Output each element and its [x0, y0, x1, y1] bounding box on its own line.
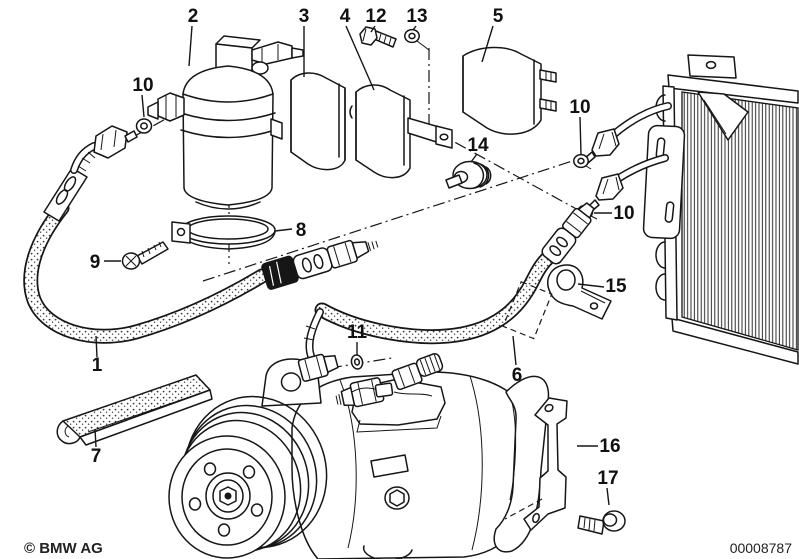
callout-10-upper-right[interactable]: 10: [569, 97, 590, 118]
compressor-wiring-clip: [351, 382, 433, 398]
hose-6: [297, 202, 595, 382]
condenser-corner-brace: [697, 91, 749, 141]
callouts: 1 2 3 4 5 6 7 8 9 10 10 10 11 12 13 14 1…: [90, 6, 635, 489]
washer-11: [350, 354, 364, 370]
callout-15[interactable]: 15: [605, 276, 627, 297]
compressor-label-plate: [370, 454, 409, 478]
washer-10-left: [135, 118, 153, 134]
callout-6[interactable]: 6: [512, 365, 523, 386]
callout-2[interactable]: 2: [188, 6, 199, 27]
bolt-17: [577, 510, 626, 535]
shell-5: [462, 46, 557, 135]
compressor-pulley: [168, 395, 328, 559]
callout-14[interactable]: 14: [467, 135, 489, 156]
callout-10-lower-right[interactable]: 10: [613, 203, 634, 224]
hose-6-upper-fitting: [541, 202, 595, 265]
compressor: [168, 353, 550, 559]
hose-1-upper-fitting: [43, 125, 138, 222]
shell-4-strap: [407, 117, 453, 149]
drier-side-port: [147, 92, 185, 122]
callout-1[interactable]: 1: [92, 355, 103, 376]
callout-3[interactable]: 3: [299, 6, 310, 27]
shell-3: [290, 72, 346, 171]
callout-5[interactable]: 5: [493, 6, 504, 27]
drier-mounting-band: [180, 112, 283, 140]
shell-4: [349, 84, 453, 179]
hose-1: [23, 125, 379, 344]
pipe-clamp-15: [547, 264, 612, 320]
bracket-16: [523, 397, 568, 531]
callout-4[interactable]: 4: [340, 6, 351, 27]
callout-17[interactable]: 17: [597, 468, 618, 489]
leader-lines: [94, 25, 612, 506]
condenser-side-bracket: [642, 124, 686, 240]
callout-7[interactable]: 7: [91, 446, 102, 467]
callout-10-left[interactable]: 10: [132, 75, 153, 96]
washer-13: [404, 28, 430, 51]
callout-12[interactable]: 12: [365, 6, 386, 27]
callout-11[interactable]: 11: [347, 322, 368, 343]
washer-10-upper-right: [573, 153, 592, 170]
copyright-text: © BMW AG: [24, 540, 103, 557]
condenser: [583, 54, 799, 365]
compressor-drain-plug: [384, 486, 410, 510]
compressor-discharge-port: [391, 353, 444, 391]
callout-16[interactable]: 16: [599, 436, 620, 457]
bracket-position-guide: [504, 498, 543, 520]
pressure-switch-14: [445, 160, 492, 190]
drier-top-fitting: [251, 41, 304, 75]
callout-9[interactable]: 9: [90, 252, 101, 273]
receiver-drier: [147, 35, 304, 210]
sealing-strip-7: [56, 374, 213, 446]
screw-9: [121, 241, 169, 270]
callout-13[interactable]: 13: [406, 6, 427, 27]
drawing-number: 00008787: [730, 540, 793, 556]
compressor-rear-arm: [493, 375, 550, 553]
bolt-12: [359, 26, 397, 48]
shell-5-studs: [539, 69, 557, 112]
hose-6-lower-fitting: [297, 308, 339, 382]
clamp-ring-8: [171, 215, 276, 250]
hose-1-lower-fitting: [261, 239, 379, 290]
callout-8[interactable]: 8: [296, 220, 307, 241]
condenser-top-bracket: [687, 54, 737, 79]
